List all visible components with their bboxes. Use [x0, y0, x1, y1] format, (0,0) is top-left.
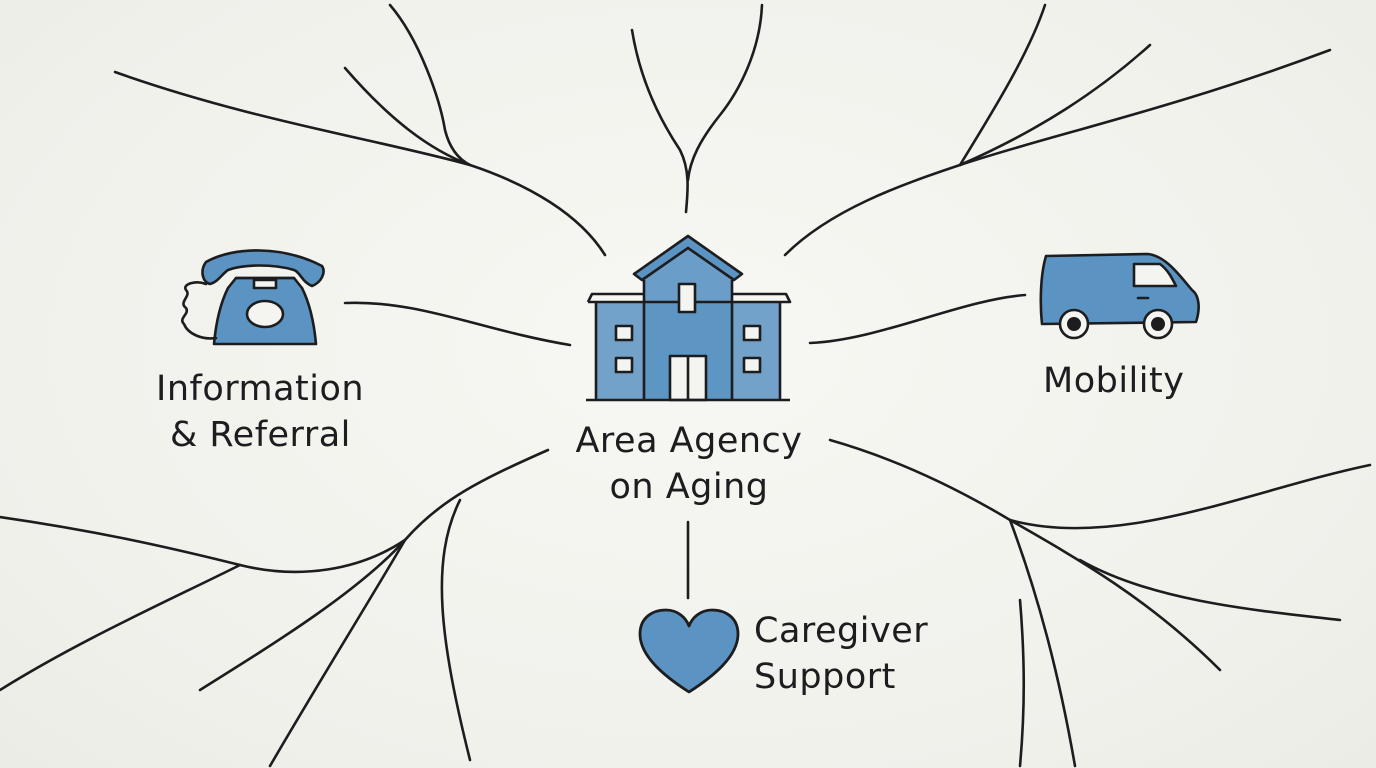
connector-line: [343, 66, 472, 167]
information-referral-line1: Information: [156, 369, 365, 409]
mobility-label: Mobility: [1043, 358, 1184, 404]
connector-line: [198, 448, 550, 692]
connector-line: [440, 498, 472, 762]
center-label-line1: Area Agency: [575, 421, 803, 461]
connector-line: [0, 515, 407, 574]
connector-line: [686, 3, 764, 182]
connector-line: [630, 28, 689, 214]
connector-line: [1078, 558, 1342, 622]
mobility-label-line1: Mobility: [1043, 361, 1185, 401]
connector-line: [0, 563, 242, 692]
connector-line: [1008, 463, 1372, 530]
connector-line: [113, 70, 607, 257]
telephone-icon: [174, 248, 330, 352]
caregiver-support-label: Caregiver Support: [754, 608, 928, 700]
connector-line: [388, 3, 472, 167]
connector-line: [958, 43, 1152, 167]
connector-line: [1008, 518, 1077, 768]
caregiver-support-line2: Support: [754, 657, 896, 697]
connector-line: [1018, 598, 1026, 768]
heart-icon: [634, 606, 744, 698]
connector-line: [808, 293, 1027, 345]
caregiver-support-line1: Caregiver: [754, 611, 929, 651]
information-referral-label: Information & Referral: [156, 366, 364, 458]
center-label: Area Agency on Aging: [574, 418, 804, 510]
connector-line: [958, 3, 1047, 167]
connector-line: [268, 538, 407, 768]
connector-line: [783, 48, 1332, 257]
information-referral-line2: & Referral: [170, 415, 351, 455]
van-icon: [1036, 246, 1204, 342]
building-icon: [582, 232, 794, 408]
connector-line: [343, 301, 572, 347]
center-label-line2: on Aging: [609, 467, 769, 507]
